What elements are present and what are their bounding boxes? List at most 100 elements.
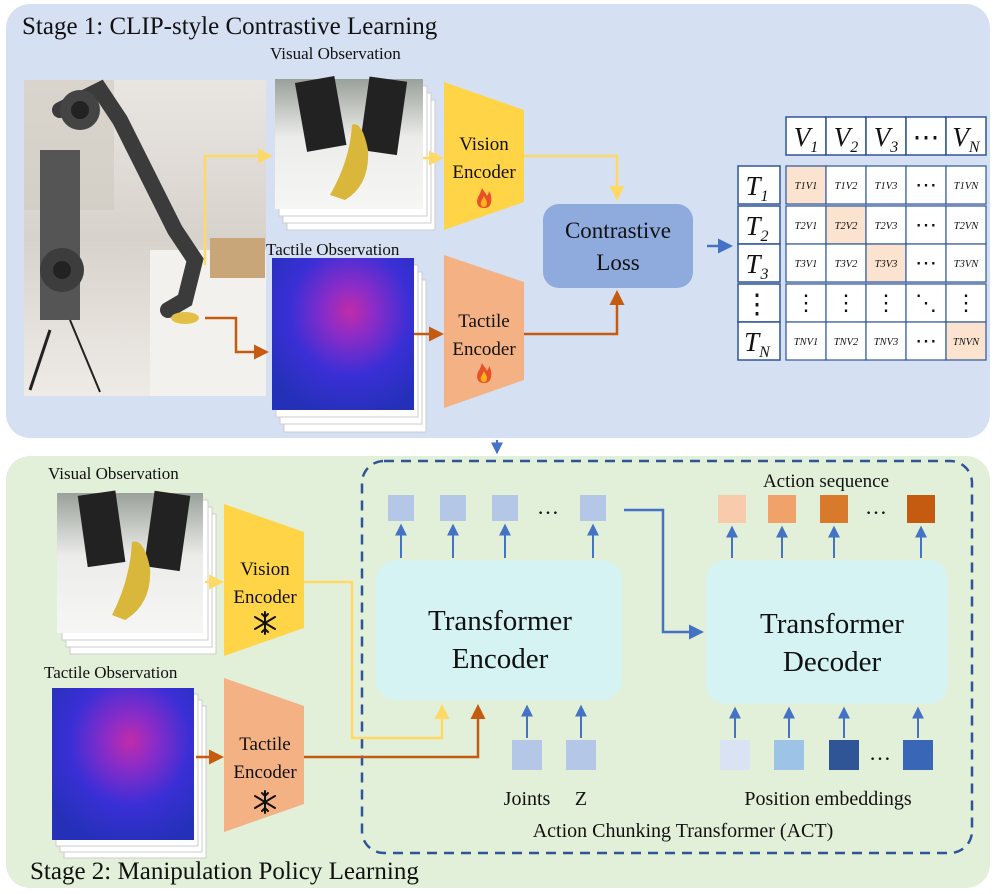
matrix-cell-label: ⋮ [875,290,897,315]
matrix-cell-label: ⋱ [915,290,937,315]
matrix-cell [825,243,867,283]
matrix-cell-label: ⋯ [915,172,937,197]
matrix-cell-label: T3V2 [835,259,859,270]
action-token [820,495,848,523]
contrastive-loss-box: Contrastive Loss [543,204,693,288]
matrix-cell-label: T2V3 [875,221,898,232]
stage2-tactile-obs-label: Tactile Observation [44,663,178,682]
matrix-cell-label: T1V2 [835,181,859,192]
encoder-token [440,495,466,521]
matrix-cell [785,321,827,361]
position-token-ellipsis: … [869,740,891,765]
action-sequence-label: Action sequence [763,471,889,492]
transformer-decoder-line1: Transformer [760,608,904,640]
matrix-cell [785,243,827,283]
matrix-cell-label: ⋮ [835,290,857,315]
matrix-cell [945,165,987,205]
action-token [907,495,935,523]
stage2-visual-obs-stack [57,490,217,655]
z-token [566,740,596,770]
transformer-encoder-line2: Encoder [452,643,549,675]
stage2-title: Stage 2: Manipulation Policy Learning [30,858,419,885]
matrix-cell-label: ⋮ [795,290,817,315]
arrow-robot-to-visual [203,148,273,265]
action-token [768,495,796,523]
stage2-vision-encoder: Vision Encoder [224,504,304,656]
act-label: Action Chunking Transformer (ACT) [533,820,834,842]
position-embeddings-label: Position embeddings [744,788,911,810]
matrix-cell [905,165,947,205]
matrix-col-header: ⋯ [913,122,940,152]
transformer-encoder: Transformer Encoder [376,560,622,700]
matrix-cell [945,283,987,323]
matrix-cell-label: T2V1 [795,221,818,232]
arrow-encoder-memory-to-decoder [624,508,704,640]
position-token [774,740,804,770]
fire-icon [477,188,492,208]
matrix-cell-label: TNV1 [794,337,819,348]
matrix-cell-label: T3VN [954,259,980,270]
matrix-cell [865,165,907,205]
matrix-cell-label: ⋯ [915,328,937,353]
encoder-token-ellipsis: … [537,494,559,519]
stage1-tactile-obs-label: Tactile Observation [266,240,400,259]
encoder-token [492,495,518,521]
matrix-cell-label: T1V3 [875,181,898,192]
stage2-vision-encoder-line2: Encoder [233,587,297,608]
arrow-s2-tactile-to-transformer [304,704,486,759]
matrix-row-header-box [737,165,781,205]
stage2-tactile-encoder-line2: Encoder [233,762,297,783]
joints-label: Joints [504,788,551,810]
arrow-tactile-to-loss [524,290,625,336]
stage2-tactile-encoder-line1: Tactile [239,734,290,755]
position-token [903,740,933,770]
action-token [718,495,746,523]
matrix-cell-label: TNV2 [834,337,859,348]
matrix-row-header-box [737,283,781,323]
matrix-col-header-box [825,116,867,156]
snowflake-icon [254,790,276,814]
stage1-visual-obs-stack [275,75,436,231]
arrow-s2-vision-to-transformer [304,580,450,740]
stage1-title: Stage 1: CLIP-style Contrastive Learning [22,13,438,40]
matrix-cell-label: ⋮ [955,290,977,315]
matrix-cell [945,321,987,361]
matrix-cell [905,243,947,283]
position-embedding-tokens: … [720,740,933,770]
matrix-row-header: ⋮ [744,289,771,319]
stage1-visual-obs-label: Visual Observation [270,44,401,63]
transformer-decoder-line2: Decoder [783,646,882,678]
stage1-vision-encoder-line2: Encoder [452,162,516,183]
matrix-cell-label: ⋯ [915,212,937,237]
encoder-token [388,495,414,521]
matrix-col-header-box [865,116,907,156]
contrastive-loss-line2: Loss [596,250,640,275]
stage1-tactile-encoder-line2: Encoder [452,339,516,360]
act-container [360,459,974,855]
matrix-cell [825,321,867,361]
matrix-cell [785,283,827,323]
matrix-row-header-box [737,243,781,283]
snowflake-icon [254,611,276,635]
stage1-tactile-obs-stack [272,258,427,433]
transformer-decoder: Transformer Decoder [706,560,948,704]
transformer-encoder-line1: Transformer [428,605,572,637]
stage2-visual-obs-label: Visual Observation [48,464,179,483]
matrix-cell [865,321,907,361]
matrix-cell [865,205,907,245]
matrix-cell-label: T2VN [954,221,980,232]
matrix-cell-label: T1VN [954,181,980,192]
action-token-ellipsis: … [865,494,887,519]
stage2-tactile-encoder: Tactile Encoder [224,678,304,832]
matrix-cell-label: T3V3 [875,259,898,270]
arrow-robot-to-tactile [205,316,269,360]
matrix-cell-label: ⋯ [915,250,937,275]
matrix-cell [905,283,947,323]
fire-icon [477,363,492,383]
z-label: Z [575,788,587,810]
encoder-token [580,495,606,521]
position-token [829,740,859,770]
matrix-cell-label: T3V1 [795,259,818,270]
